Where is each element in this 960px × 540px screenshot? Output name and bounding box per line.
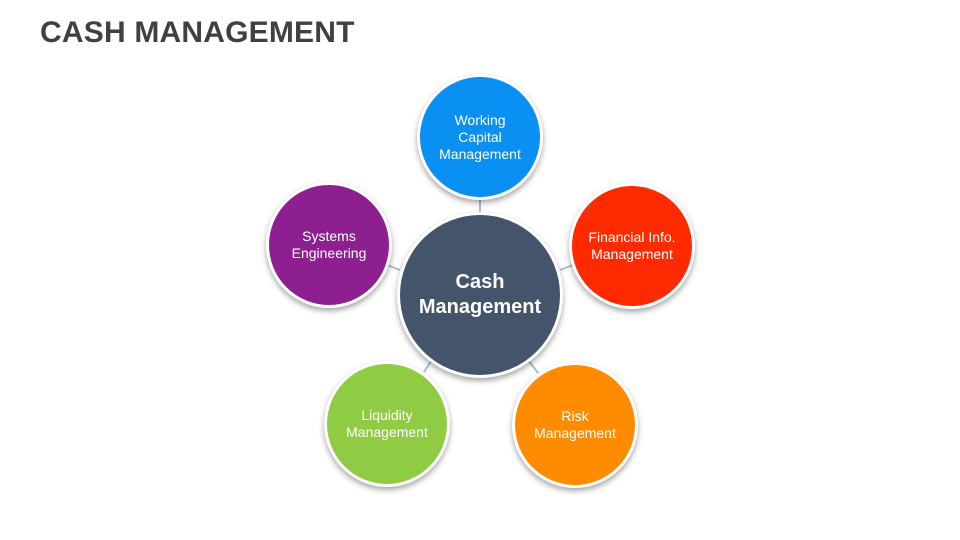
- node-financial-info-management: Financial Info. Management: [569, 183, 695, 309]
- node-label: Liquidity Management: [346, 407, 428, 440]
- node-label: Financial Info. Management: [588, 229, 676, 262]
- connector-bottom-right: [527, 359, 539, 374]
- node-label: Systems Engineering: [291, 228, 367, 261]
- center-node-label: Cash Management: [418, 271, 542, 318]
- node-systems-engineering: Systems Engineering: [266, 182, 392, 308]
- node-liquidity-management: Liquidity Management: [324, 361, 450, 487]
- connector-left: [386, 264, 401, 271]
- center-node-cash-management: Cash Management: [397, 212, 563, 378]
- node-working-capital-management: Working Capital Management: [417, 74, 543, 200]
- connector-right: [559, 264, 574, 271]
- node-label: Working Capital Management: [439, 111, 521, 162]
- node-label: Risk Management: [534, 408, 616, 441]
- node-risk-management: Risk Management: [512, 362, 638, 488]
- slide-title: CASH MANAGEMENT: [40, 16, 355, 49]
